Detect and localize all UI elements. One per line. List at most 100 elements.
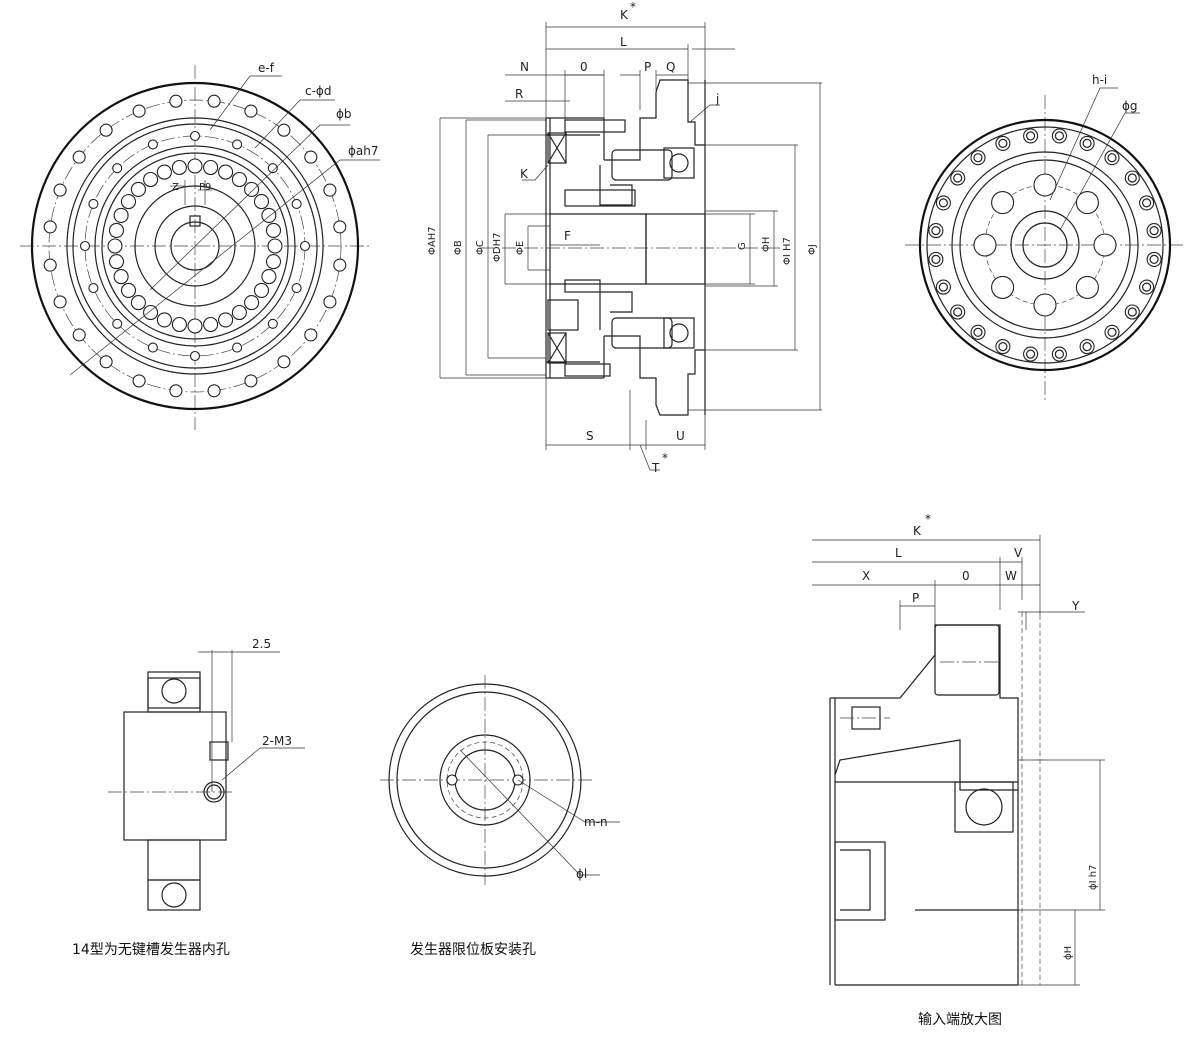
front-view: e-f c-ϕd ϕb ϕah7 Z P9 [20,61,380,430]
bearing-roller [187,318,203,334]
input-o-label: 0 [962,569,970,583]
rear-view: h-i ϕg [905,73,1185,400]
bearing-roller [156,164,172,180]
bearing-roller [203,316,219,333]
rear-mounting-hole [1075,275,1099,299]
k-dim-asterisk: * [630,0,636,14]
bearing-roller [143,304,159,321]
bearing-roller [171,316,187,333]
outer-bolt-hole [323,183,337,197]
rear-bolt [935,279,951,295]
bearing-roller [231,304,247,321]
j-dim-label: ΦJ [807,244,818,255]
bearing-roller [261,269,277,285]
h-dim-label: ΦH [761,237,772,252]
holes-label: e-f [258,61,275,75]
rear-bolt [1079,339,1095,355]
outer-bolt-hole [99,355,113,369]
rear-bolt-inner [1107,327,1117,337]
bearing-roller [108,254,125,270]
outer-bolt-hole [207,94,221,108]
outer-bolt-hole [323,295,337,309]
input-y-label: Y [1071,599,1080,613]
rear-bolt [970,324,986,340]
rear-bolt [1023,128,1039,144]
rear-bolt [950,304,966,320]
bearing-roller [120,282,137,298]
ah7-dim-label: ΦAH7 [427,226,438,255]
outer-bolt-holes [43,94,347,398]
b-dim-label: ΦB [453,240,464,255]
rear-bolt [1139,279,1155,295]
u-dim-label: U [676,429,685,443]
rear-bolt-inner [1141,198,1152,208]
bearing-roller [120,194,137,210]
rear-bolt [1104,150,1120,166]
rear-mounting-hole [991,275,1015,299]
dh7-dim-label: ΦDH7 [492,233,503,262]
input-k-asterisk: * [925,512,931,526]
input-l-label: L [895,546,902,560]
keyless-dim-label: 2.5 [252,637,271,651]
rear-bolt-inner [998,342,1008,352]
f-dim-label: F [564,229,571,243]
inner-bolt-hole [267,163,278,174]
limit-plate-view: m-n ϕl 发生器限位板安装孔 [380,675,620,958]
bearing-roller [113,207,129,223]
bearing-roller [130,295,146,311]
rear-bolt [935,195,951,211]
n-dim-label: N [520,60,529,74]
input-h-label: ϕH [1063,946,1074,960]
rear-bolt-inner [953,173,963,183]
rear-mounting-holes [973,173,1117,317]
inner-bolt-holes [79,130,311,362]
rear-bolt-inner [1149,226,1159,236]
outer-bolt-hole [244,104,258,118]
rear-bolt [1124,304,1140,320]
outer-bolt-hole [304,150,318,164]
bearing-roller [203,159,219,176]
input-k-label: K [913,524,922,538]
input-x-label: X [862,569,870,583]
bearing-roller [244,295,260,311]
bearing-rollers [107,158,283,334]
rear-bolt-inner [1127,173,1137,183]
g-dim-label: G [737,242,748,250]
l-dim-label: L [620,35,627,49]
inner-bolt-hole [232,139,243,150]
outer-bolt-hole [244,374,258,388]
outer-bolt-hole [333,220,347,234]
rear-bolt-inner [953,307,963,317]
bearing-roller [231,171,247,188]
input-p-label: P [912,591,919,605]
input-ih7-label: ϕI h7 [1088,865,1099,890]
keyless-bore-view: 2.5 2-M3 14型为无键槽发生器内孔 [72,637,305,958]
rear-mounting-hole [973,233,997,257]
outer-bolt-hole [72,328,86,342]
section-view: K * L N 0 P Q R j K [427,0,822,475]
rear-bolt-inner [1127,307,1137,317]
bearing-roller [265,222,282,238]
rear-mounting-hole [991,191,1015,215]
l-label: ϕl [576,867,587,881]
q-dim-label: Q [666,60,675,74]
bearing-roller [267,238,283,254]
o-dim-label: 0 [580,60,588,74]
k-small-label: K [520,167,529,181]
rear-bolt [1146,223,1162,239]
c-dim-label: ΦC [475,240,486,255]
bearing-roller [143,171,159,188]
g-label: ϕg [1122,99,1138,113]
outer-bolt-hole [53,183,67,197]
outer-bolt-hole [99,123,113,137]
inner-bolt-hole [291,283,302,294]
rear-bolt [970,150,986,166]
input-detail-caption: 输入端放大图 [918,1012,1002,1028]
rear-bolt-inner [973,153,983,163]
bearing-roller [156,312,172,328]
inner-bolt-hole [232,342,243,353]
keyless-caption: 14型为无键槽发生器内孔 [72,942,230,958]
rear-mounting-hole [1075,191,1099,215]
bearing-roller [107,238,123,254]
